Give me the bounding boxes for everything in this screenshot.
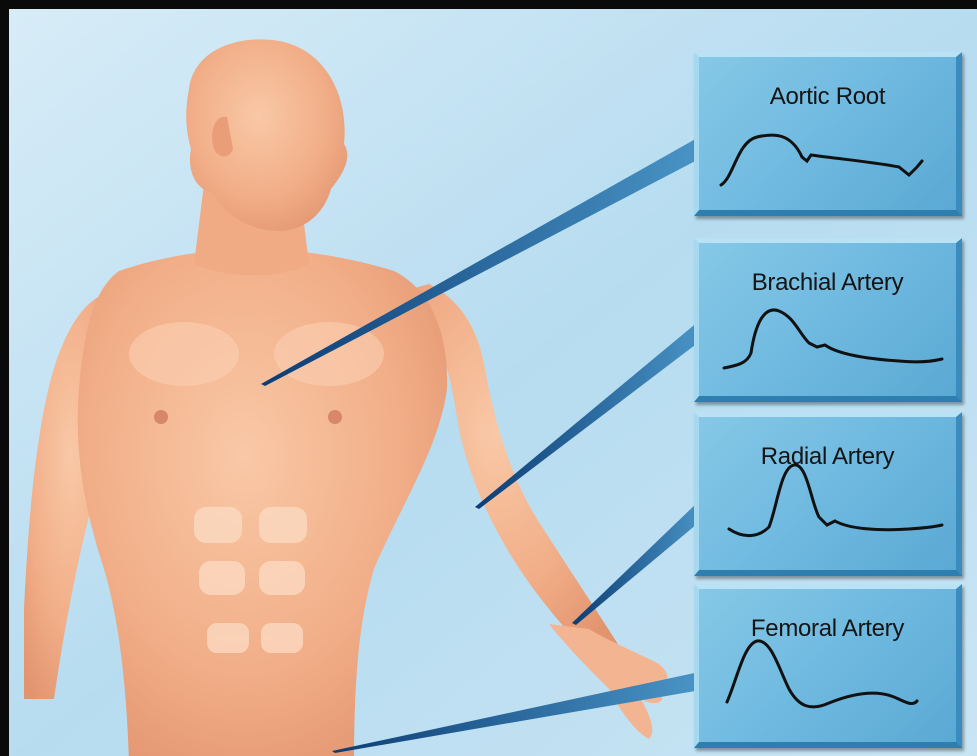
waveform-aortic-root	[699, 57, 967, 221]
right-nipple	[328, 410, 342, 424]
panel-brachial-artery: Brachial Artery	[694, 238, 962, 402]
left-nipple	[154, 410, 168, 424]
panel-femoral-artery: Femoral Artery	[694, 584, 962, 748]
waveform-radial-artery	[699, 417, 967, 581]
panel-aortic-root: Aortic Root	[694, 52, 962, 216]
waveform-femoral-artery	[699, 589, 967, 753]
left-pectoral	[129, 322, 239, 386]
waveform-brachial-artery	[699, 243, 967, 407]
panel-radial-artery: Radial Artery	[694, 412, 962, 576]
